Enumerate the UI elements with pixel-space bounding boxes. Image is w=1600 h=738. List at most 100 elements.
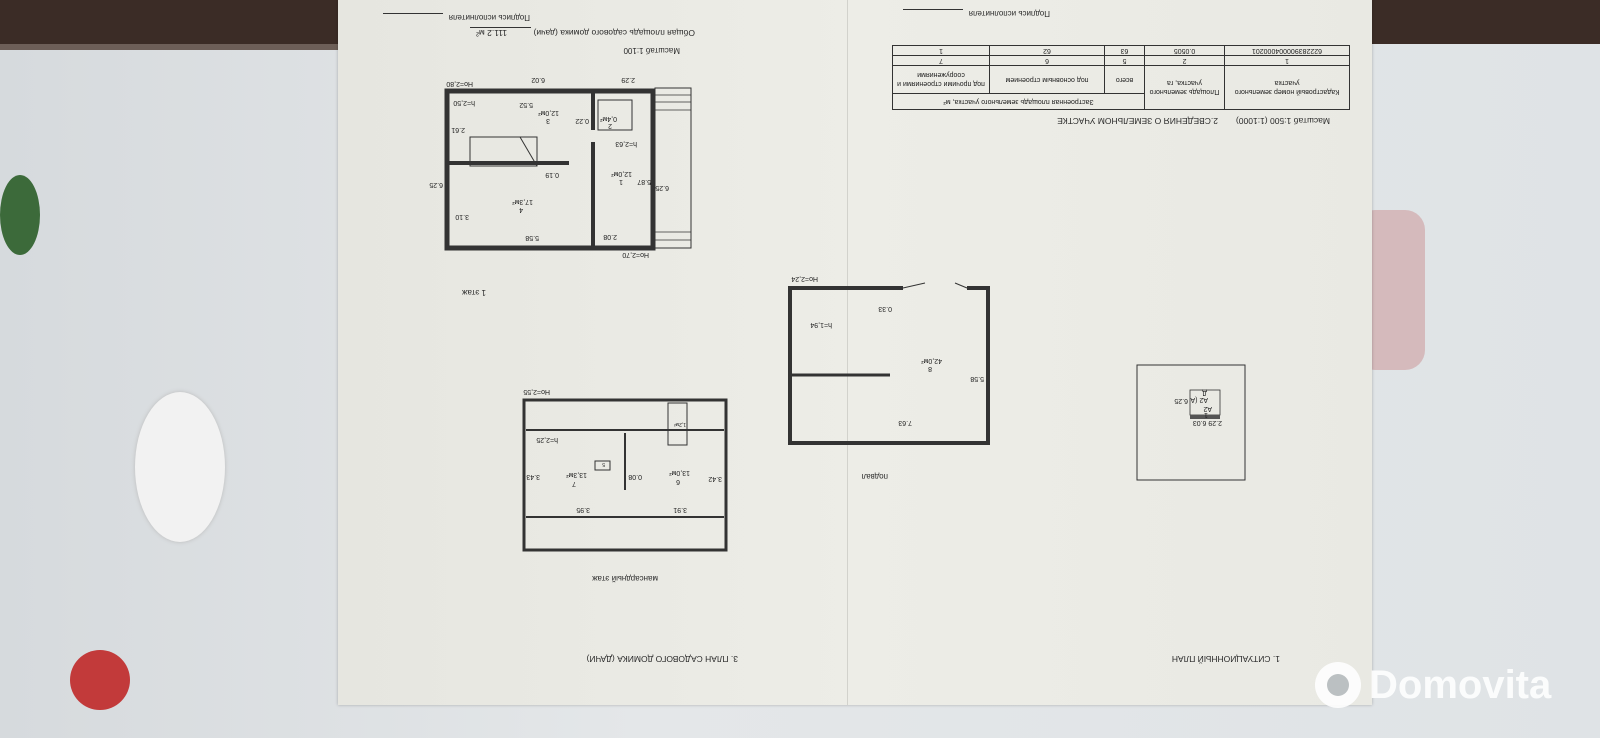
height-label: h=1,94	[810, 321, 832, 328]
door	[902, 282, 926, 289]
section2-scale: Масштаб 1:500 (1:1000)	[1235, 116, 1330, 126]
col-number: 5	[1104, 55, 1145, 66]
room-area: 13,0м²	[669, 469, 690, 476]
floor1-outer-wall	[444, 88, 656, 251]
signature-label: Подпись исполнителя	[448, 13, 530, 22]
room-number: 3	[546, 117, 550, 124]
stove	[469, 136, 538, 167]
height-label: Но=2,55	[523, 388, 550, 395]
room-area: 42,0м²	[921, 357, 942, 364]
site-label: 1	[1204, 411, 1208, 418]
watermark-brand: Domovita	[1369, 662, 1552, 707]
cell-area: 0.0505	[1144, 45, 1225, 56]
col-number: 7	[892, 55, 990, 66]
basement-plan: Но=2,24 0.33 h=1,94 8 42,0м² 5.58 7.63	[788, 275, 990, 445]
total-area-value: 111.2 м²	[470, 27, 532, 38]
room-area: 13,3м²	[566, 471, 587, 478]
cell-other: 1	[892, 45, 990, 56]
attic-plan: Но=2,55 h=2,25 3.43 7 13,3м² 0.08 6 13,0…	[522, 388, 728, 552]
total-area: Общая площадь садового домика (дачи) 111…	[470, 27, 695, 38]
dim-label: 0.19	[545, 171, 559, 178]
cell-main: 62	[989, 45, 1105, 56]
terrace	[654, 87, 692, 249]
plan-scale: Масштаб 1:100	[623, 46, 680, 55]
site-label: А2	[1203, 405, 1212, 412]
site-label: Д	[1202, 389, 1207, 396]
signature-line	[382, 13, 443, 22]
plan-signature: Подпись исполнителя	[382, 13, 530, 22]
dim-label: 5.87	[637, 178, 651, 185]
room-area: 12,0м²	[538, 109, 559, 116]
cell-total: 63	[1104, 45, 1145, 56]
height-label: h=2,63	[615, 140, 637, 147]
col-number: 6	[989, 55, 1105, 66]
dim-label: 5.58	[525, 234, 539, 241]
stove-line	[519, 136, 538, 167]
dim-label: 3.43	[526, 473, 540, 480]
domovita-watermark: Domovita	[1315, 662, 1551, 708]
attic-outer-wall	[522, 398, 728, 552]
dim-label: 5.52	[519, 101, 533, 108]
height-label: h=2,25	[536, 436, 558, 443]
dim-label: 3.95	[576, 506, 590, 513]
col-number: 2	[1144, 55, 1225, 66]
header-built-area: Застроенная площадь земельного участка, …	[892, 93, 1145, 110]
room-number: 8	[928, 365, 932, 372]
room-number: 1	[619, 178, 623, 185]
site-label: А2 (А	[1190, 396, 1208, 403]
floor1-plan: 6.02 2.29 Но=2,80 5.52 h=2,50 3 12,0м² 0…	[429, 76, 692, 258]
section2-signature: Подпись исполнителя	[902, 9, 1050, 18]
total-area-label: Общая площадь садового домика (дачи)	[533, 28, 695, 38]
dim-label: 0.33	[878, 305, 892, 312]
holly-decoration	[0, 175, 40, 255]
dim-label: 0.22	[575, 117, 589, 124]
dim-label: 5.58	[970, 375, 984, 382]
signature-line	[902, 9, 963, 18]
site-boundary	[1136, 364, 1246, 481]
room-number: 2	[608, 122, 612, 129]
col-number: 1	[1224, 55, 1350, 66]
height-label: Но=2,80	[446, 80, 473, 87]
section3-title: 3. ПЛАН САДОВОГО ДОМИКА (ДАЧИ)	[586, 654, 738, 664]
dim-label: 6.25	[655, 184, 669, 191]
dim-label: 2.08	[603, 233, 617, 240]
dim-label: 2.29	[621, 76, 635, 83]
stairs	[667, 402, 688, 446]
signature-label: Подпись исполнителя	[968, 9, 1050, 18]
section2-title: 2.СВЕДЕНИЯ О ЗЕМЕЛЬНОМ УЧАСТКЕ	[1057, 116, 1218, 126]
floor1-caption: 1 этаж	[462, 288, 486, 297]
basement-outer-wall	[788, 286, 990, 445]
stairs	[597, 99, 633, 131]
site-plan: 2.29 6.03 6.25 А2 (А А2 Д 1	[1136, 364, 1246, 481]
site-depth: 6.25	[1174, 397, 1188, 404]
dim-label: 3.91	[673, 506, 687, 513]
dim-label: 2.61	[451, 126, 465, 133]
dim-label: 0.08	[628, 473, 642, 480]
snowman-decoration	[135, 392, 225, 542]
dim-label: 3.10	[455, 213, 469, 220]
header-main: под основным строением	[989, 65, 1105, 94]
height-label: h=2,50	[453, 99, 475, 106]
cell-cadastral: 622283900004000201	[1224, 45, 1350, 56]
dim-label: 3.42	[708, 475, 722, 482]
candy-decoration	[70, 650, 130, 710]
door	[954, 282, 968, 289]
table-edge	[0, 44, 340, 50]
header-other: под прочими строениями и сооружениями	[892, 65, 990, 94]
header-cadastral: Кадастровый номер земельного участка	[1224, 65, 1350, 110]
room-area: 17,3м²	[512, 198, 533, 205]
dim-label: 7.63	[898, 419, 912, 426]
site-porch	[1190, 415, 1220, 419]
domovita-logo-icon	[1315, 662, 1361, 708]
section1-title: 1. СИТУАЦИОННЫЙ ПЛАН	[1171, 654, 1280, 664]
height-label: Но=2,70	[622, 251, 649, 258]
site-dims: 2.29 6.03	[1193, 419, 1222, 426]
header-area: Площадь земельного участка, га	[1144, 65, 1225, 110]
land-info-table: Кадастровый номер земельного участка Пло…	[892, 45, 1350, 110]
room-number: 4	[519, 206, 523, 213]
header-total: всего	[1104, 65, 1145, 94]
room-area: 12,0м²	[611, 170, 632, 177]
height-label: Но=2,24	[791, 275, 818, 282]
porch-steps	[655, 94, 691, 241]
